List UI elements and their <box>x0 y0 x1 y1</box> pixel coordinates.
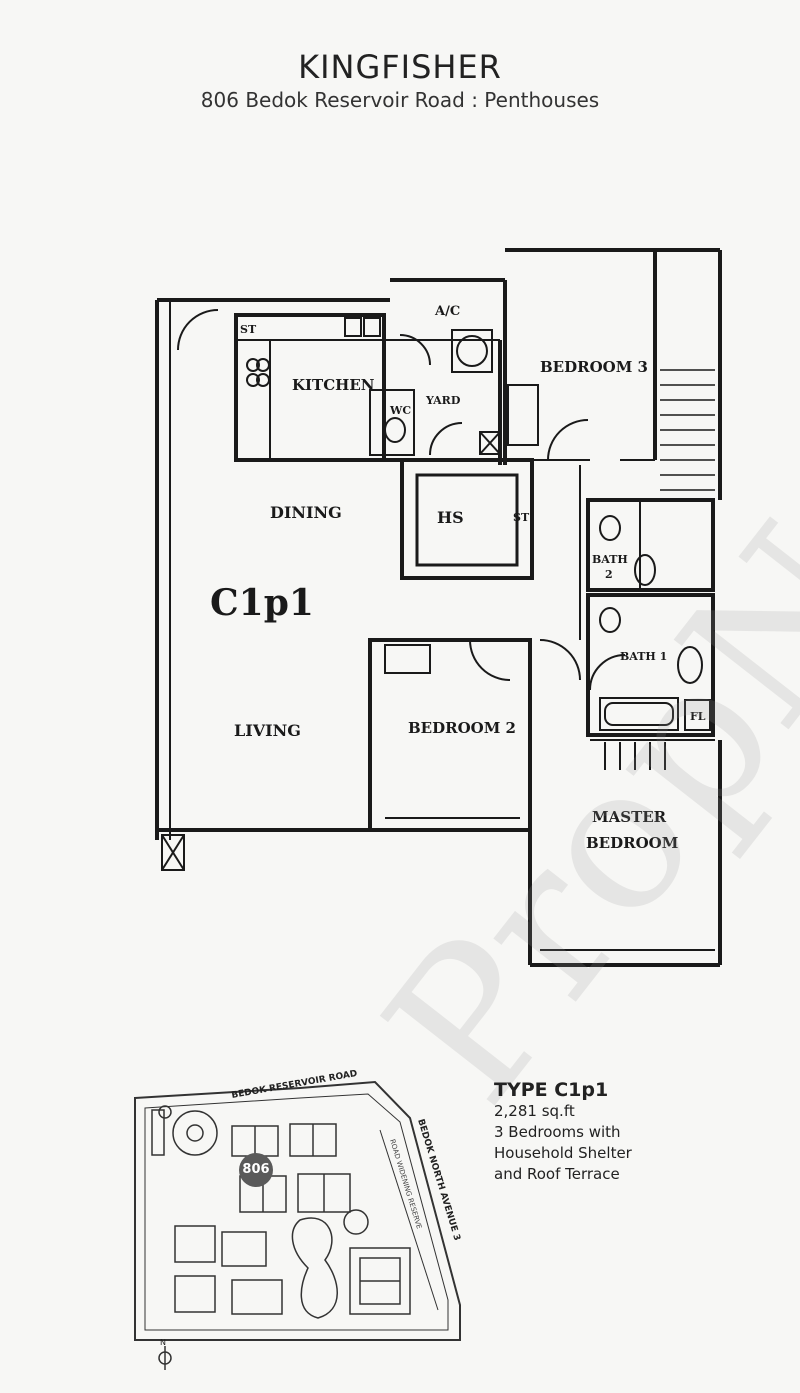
label-bath-1: BATH 1 <box>620 650 667 663</box>
type-desc-line1: 3 Bedrooms with <box>494 1123 621 1141</box>
project-title: KINGFISHER <box>298 48 502 86</box>
floorplan-fixtures <box>161 309 703 871</box>
type-area: 2,281 sq.ft <box>494 1102 575 1120</box>
label-master-line1: MASTER <box>592 808 667 826</box>
label-st-kitchen: ST <box>240 323 257 336</box>
north-label: N <box>160 1338 166 1347</box>
label-kitchen: KITCHEN <box>292 376 375 394</box>
label-bath-2-number: 2 <box>605 568 613 581</box>
label-dining: DINING <box>270 503 342 522</box>
label-bedroom-3: BEDROOM 3 <box>540 358 648 376</box>
label-unit-code: C1p1 <box>210 582 314 624</box>
label-master-line2: BEDROOM <box>586 834 678 852</box>
label-ac: A/C <box>434 304 460 319</box>
floorplan-walls <box>155 248 722 967</box>
header: KINGFISHER 806 Bedok Reservoir Road : Pe… <box>0 48 800 112</box>
label-st-hs: ST <box>513 511 530 524</box>
type-desc-line3: and Roof Terrace <box>494 1165 620 1183</box>
label-fl: FL <box>690 710 706 723</box>
label-yard: YARD <box>425 394 461 407</box>
label-wc: WC <box>389 404 411 417</box>
unit-806-badge: 806 <box>239 1153 273 1187</box>
project-address: 806 Bedok Reservoir Road : Penthouses <box>200 88 600 112</box>
label-living: LIVING <box>234 721 301 740</box>
label-hs: HS <box>437 508 464 527</box>
road-reserve-label: ROAD WIDENING RESERVE <box>388 1138 423 1230</box>
label-bath-2: BATH <box>592 553 628 566</box>
label-bedroom-2: BEDROOM 2 <box>408 719 516 737</box>
type-title: TYPE C1p1 <box>494 1079 609 1101</box>
type-info: TYPE C1p1 2,281 sq.ft 3 Bedrooms with Ho… <box>494 1080 734 1185</box>
site-plan <box>134 1080 461 1370</box>
type-desc-line2: Household Shelter <box>494 1144 632 1162</box>
